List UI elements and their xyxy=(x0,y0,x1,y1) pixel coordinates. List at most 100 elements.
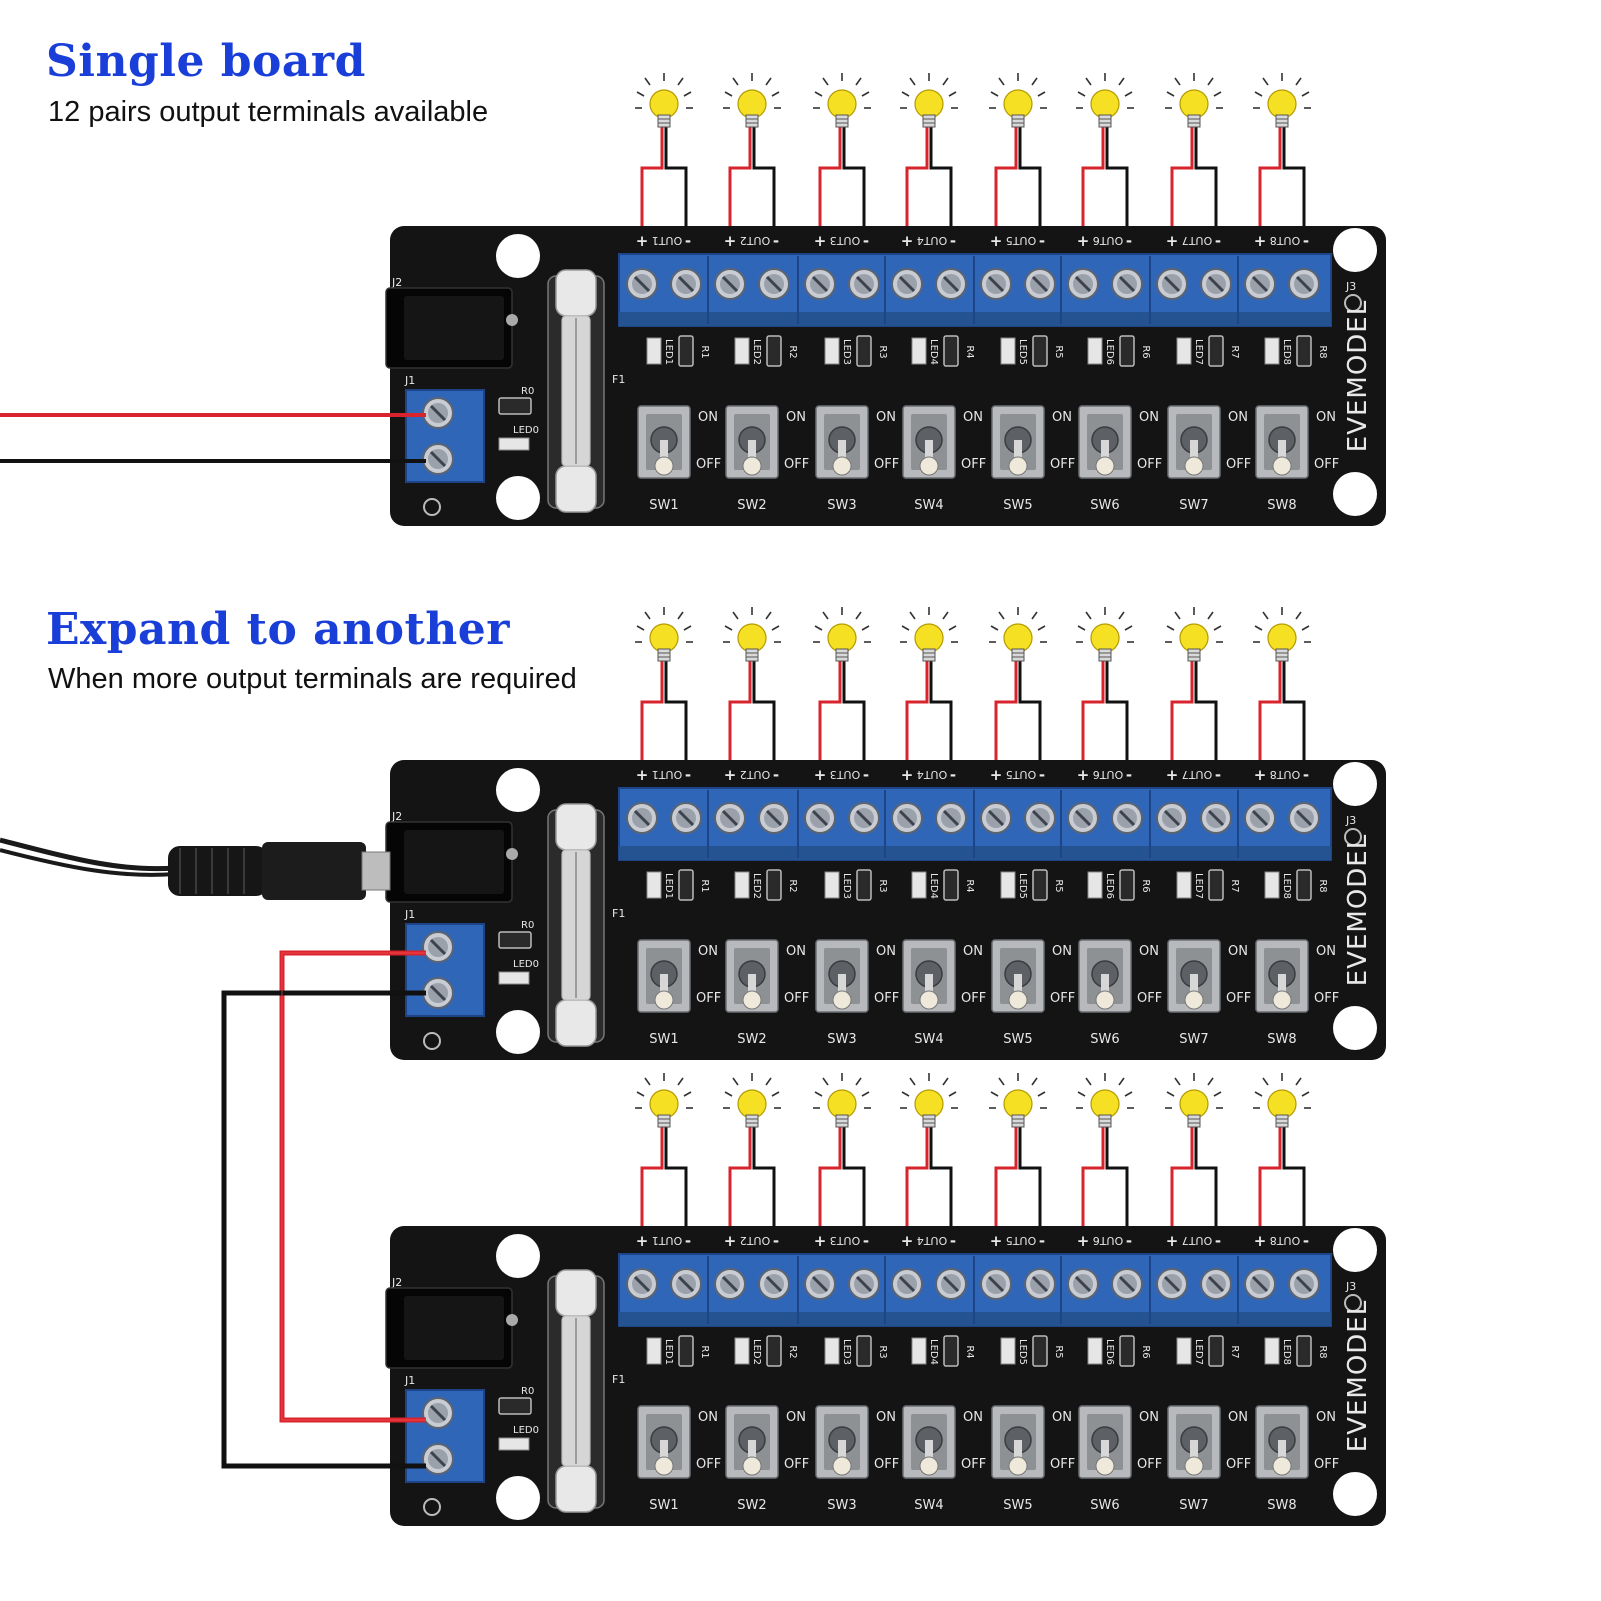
resistor-label: R2 xyxy=(787,1345,798,1358)
bulb-icon xyxy=(635,1073,693,1128)
bulb-glass xyxy=(1267,623,1297,653)
bulb-ray xyxy=(909,77,916,86)
mounting-hole xyxy=(496,1010,540,1054)
toggle-lever xyxy=(925,440,933,466)
terminal-screw-slot xyxy=(898,1275,916,1293)
bulb-ray xyxy=(901,91,910,97)
led-label: LED5 xyxy=(1017,873,1028,899)
bulb-icon xyxy=(989,1073,1047,1128)
led-label: LED6 xyxy=(1104,873,1115,899)
input-terminal-label: J1 xyxy=(404,374,415,387)
minus-label: - xyxy=(1215,1232,1221,1250)
switch-label: SW6 xyxy=(1090,1032,1119,1047)
bulb-ray xyxy=(1166,91,1175,97)
switch-on-label: ON xyxy=(1316,410,1336,425)
bulb-icon xyxy=(723,607,781,662)
minus-label: - xyxy=(1215,232,1221,250)
toggle-knob xyxy=(832,1456,852,1476)
bulb-glass xyxy=(737,623,767,653)
resistor xyxy=(1296,1335,1312,1367)
toggle-lever xyxy=(1101,974,1109,1000)
led-chip xyxy=(1264,871,1280,899)
plus-label: + xyxy=(1077,766,1090,784)
bulb-icon xyxy=(1165,73,1223,128)
output-label: OUT5 xyxy=(1006,1234,1036,1247)
minus-label: - xyxy=(1126,766,1132,784)
led-label: LED6 xyxy=(1104,339,1115,365)
ground-pad xyxy=(423,1032,441,1050)
switch-label: SW6 xyxy=(1090,1498,1119,1513)
toggle-lever xyxy=(838,1440,846,1466)
switch-off-label: OFF xyxy=(1137,1457,1162,1472)
switch-label: SW7 xyxy=(1179,1498,1208,1513)
minus-label: - xyxy=(950,1232,956,1250)
output-label: OUT7 xyxy=(1182,234,1212,247)
bulb-ray xyxy=(636,91,645,97)
terminal-screw-slot xyxy=(765,275,783,293)
bulb-icon xyxy=(635,607,693,662)
power-resistor xyxy=(498,1397,532,1415)
terminal-screw-slot xyxy=(677,1275,695,1293)
dc-jack-pin xyxy=(506,1314,518,1326)
bulb-icon xyxy=(989,607,1047,662)
switch-label: SW8 xyxy=(1267,498,1296,513)
fuse-label: F1 xyxy=(612,1373,625,1386)
bulb-glass xyxy=(827,1089,857,1119)
pad xyxy=(1344,294,1362,312)
led-chip xyxy=(646,871,662,899)
led-label: LED5 xyxy=(1017,1339,1028,1365)
fuse-clip xyxy=(555,1465,597,1513)
plus-label: + xyxy=(990,1232,1003,1250)
bulb-ray xyxy=(683,625,692,631)
switch-off-label: OFF xyxy=(1314,991,1339,1006)
led-label: LED1 xyxy=(663,339,674,365)
bulb-ray xyxy=(942,1077,949,1086)
led-chip xyxy=(1000,1337,1016,1365)
bulb-ray xyxy=(677,77,684,86)
led-chip xyxy=(734,871,750,899)
bulb-ray xyxy=(1254,625,1263,631)
terminal-screw-slot xyxy=(1207,275,1225,293)
terminal-screw-slot xyxy=(1118,809,1136,827)
bulb-glass xyxy=(1267,1089,1297,1119)
bulb-ray xyxy=(1301,625,1310,631)
bulb-ray xyxy=(861,625,870,631)
resistor-label: R4 xyxy=(964,1345,975,1358)
minus-label: - xyxy=(685,766,691,784)
switch-on-label: ON xyxy=(1052,944,1072,959)
dc-jack-body xyxy=(404,830,504,894)
toggle-lever xyxy=(838,440,846,466)
switch-label: SW5 xyxy=(1003,1498,1032,1513)
terminal-screw-slot xyxy=(855,275,873,293)
terminal-screw-slot xyxy=(855,1275,873,1293)
resistor xyxy=(943,869,959,901)
toggle-lever xyxy=(1014,440,1022,466)
power-resistor-label: R0 xyxy=(521,386,534,397)
plus-label: + xyxy=(724,766,737,784)
fuse-clip xyxy=(555,269,597,317)
bulb-glass xyxy=(1090,623,1120,653)
terminal-screw-slot xyxy=(898,809,916,827)
bulb-glass xyxy=(1090,1089,1120,1119)
switch-on-label: ON xyxy=(1316,1410,1336,1425)
dc-jack-pin xyxy=(506,848,518,860)
resistor xyxy=(766,1335,782,1367)
led-label: LED5 xyxy=(1017,339,1028,365)
switch-on-label: ON xyxy=(1139,1410,1159,1425)
bulb-ray xyxy=(1213,1091,1222,1097)
plus-label: + xyxy=(724,1232,737,1250)
bulb-base xyxy=(1011,648,1025,662)
output-label: OUT5 xyxy=(1006,234,1036,247)
switch-label: SW7 xyxy=(1179,1032,1208,1047)
bulb-glass xyxy=(1003,89,1033,119)
toggle-knob xyxy=(742,990,762,1010)
output-label: OUT6 xyxy=(1093,768,1123,781)
switch-on-label: ON xyxy=(1228,944,1248,959)
bulb-ray xyxy=(732,1077,739,1086)
toggle-lever xyxy=(748,974,756,1000)
bulb-ray xyxy=(998,611,1005,620)
mounting-hole xyxy=(1333,472,1377,516)
switch-on-label: ON xyxy=(876,410,896,425)
bulb-base xyxy=(1275,1114,1289,1128)
toggle-knob xyxy=(1095,990,1115,1010)
